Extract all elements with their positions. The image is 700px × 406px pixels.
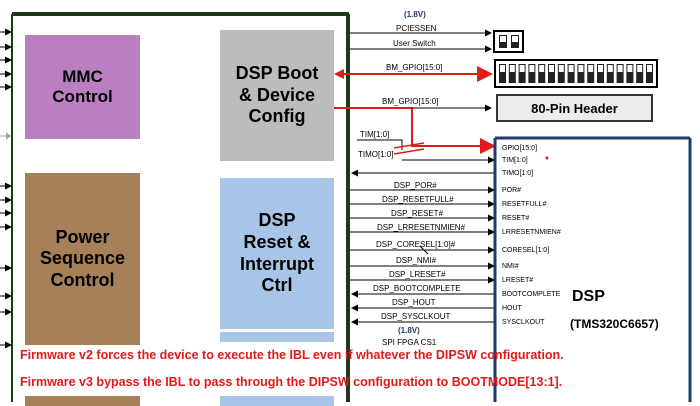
left-input-arrows xyxy=(0,28,12,349)
signal-dsp-hout: DSP_HOUT xyxy=(392,298,436,307)
dip-switch-position xyxy=(577,64,585,83)
dip-switch-knob xyxy=(539,65,545,72)
dip-switch-position xyxy=(557,64,565,83)
dsp-pin-sysclkout: SYSCLKOUT xyxy=(502,319,545,326)
signal-bm-gpio-2: BM_GPIO[15:0] xyxy=(382,97,439,106)
dip-switch-knob xyxy=(617,65,623,72)
power-label-line2: Sequence xyxy=(39,248,126,269)
dip-switch-knob xyxy=(500,65,505,72)
reset-label-line2: Reset & xyxy=(243,231,311,252)
voltage-label-bottom: (1.8V) xyxy=(398,326,420,335)
signal-timo: TIMO[1:0] xyxy=(358,150,394,159)
boot-label-line3: Config xyxy=(248,106,306,127)
dip-switch-position xyxy=(499,64,506,83)
dsp-pin-gpio: GPIO[15:0] xyxy=(502,145,538,152)
dip-switch-position xyxy=(597,64,604,83)
dip-switch-position xyxy=(508,64,516,83)
header-label: 80-Pin Header xyxy=(531,100,618,116)
lower-right-block-edge xyxy=(220,396,334,406)
dip-switch-knob xyxy=(637,65,643,72)
firmware-note-v2: Firmware v2 forces the device to execute… xyxy=(20,348,564,362)
eighty-pin-header: 80-Pin Header xyxy=(496,94,653,122)
signal-bm-gpio-1: BM_GPIO[15:0] xyxy=(386,63,443,72)
signal-dsp-bootcomplete: DSP_BOOTCOMPLETE xyxy=(373,284,461,293)
dip-switch-knob xyxy=(578,65,584,72)
dip-switch-knob xyxy=(549,65,554,72)
dip-switch-knob xyxy=(588,65,594,72)
signal-dsp-lreset: DSP_LRESET# xyxy=(389,270,446,279)
signal-dsp-lrresetnmien: DSP_LRRESETNMIEN# xyxy=(377,223,466,232)
dip-switch-position xyxy=(587,64,595,83)
boot-label-line2: & Device xyxy=(238,84,316,105)
power-label-line3: Control xyxy=(50,269,115,290)
dip-switch-knob xyxy=(647,65,652,72)
dip-switch-position xyxy=(548,64,555,83)
dsp-reset-interrupt-block: DSP Reset & Interrupt Ctrl xyxy=(220,178,334,329)
power-sequence-block: Power Sequence Control xyxy=(25,173,140,345)
dsp-boot-config-block: DSP Boot & Device Config xyxy=(220,30,334,161)
dsp-pin-bootcomplete: BOOTCOMPLETE xyxy=(502,291,561,298)
dsp-pin-hout: HOUT xyxy=(502,305,522,312)
power-label-line1: Power xyxy=(55,226,110,247)
dsp-pin-timo: TIMO[1:0] xyxy=(502,170,534,177)
signal-dsp-por: DSP_POR# xyxy=(394,181,437,190)
bm-gpio-line-2 xyxy=(334,107,496,154)
dsp-pin-tim: TIM[1:0] xyxy=(502,157,528,164)
signal-dsp-reset: DSP_RESET# xyxy=(391,209,444,218)
signal-dsp-coresel: DSP_CORESEL[1:0]# xyxy=(376,240,456,249)
reset-label-line3: Interrupt xyxy=(240,253,314,274)
signal-dsp-nmi: DSP_NMI# xyxy=(396,256,437,265)
dip-switch-knob xyxy=(598,65,603,72)
dsp-pin-lreset: LRESET# xyxy=(502,277,534,284)
dip-switch-position xyxy=(616,64,624,83)
voltage-label-top: (1.8V) xyxy=(404,10,426,19)
mmc-label-line2: Control xyxy=(52,87,113,106)
dip-switch-position xyxy=(646,64,653,83)
dip-switch-position xyxy=(626,64,634,83)
dip-switch-knob xyxy=(509,65,515,72)
signal-tim: TIM[1:0] xyxy=(360,130,390,139)
dsp-pin-nmi: NMI# xyxy=(502,263,519,270)
lower-left-block-edge xyxy=(25,396,140,406)
reset-signal-lines xyxy=(350,186,495,326)
dip-switch-position xyxy=(567,64,575,83)
mmc-label-line1: MMC xyxy=(62,66,103,86)
signal-pciessen: PCIESSEN xyxy=(396,24,437,33)
signal-user-switch: User Switch xyxy=(393,39,436,48)
dsp-pin-lrresetnmien: LRRESETNMIEN# xyxy=(502,229,561,236)
dip-switch-position xyxy=(538,64,546,83)
signal-spi-fpga: SPI FPGA CS1 xyxy=(382,338,437,347)
dip-switch-knob xyxy=(558,65,564,72)
dip-switch-knob xyxy=(627,65,633,72)
dip-switch-position xyxy=(518,64,526,83)
dip-switch-large xyxy=(494,59,658,88)
mmc-control-block: MMC Control xyxy=(25,35,140,139)
dip-switch-small xyxy=(493,30,524,53)
dsp-pin-por: POR# xyxy=(502,187,522,194)
signal-dsp-resetfull: DSP_RESETFULL# xyxy=(382,195,454,204)
dip-switch-position xyxy=(606,64,614,83)
dip-switch-knob xyxy=(607,65,613,72)
dsp-pin-coresel: CORESEL[1:0] xyxy=(502,247,550,254)
dsp-box-border xyxy=(493,136,692,402)
dip-switch-knob xyxy=(529,65,535,72)
dsp-title: DSP xyxy=(572,288,605,305)
dip-switch-knob xyxy=(519,65,525,72)
firmware-note-v3: Firmware v3 bypass the IBL to pass throu… xyxy=(20,375,563,389)
dip-switch-position xyxy=(636,64,644,83)
reset-label-line4: Ctrl xyxy=(261,275,293,296)
signal-dsp-sysclkout: DSP_SYSCLKOUT xyxy=(381,312,451,321)
boot-label-line1: DSP Boot xyxy=(235,63,319,84)
dsp-part-number: (TMS320C6657) xyxy=(570,317,659,331)
dsp-pin-reset: RESET# xyxy=(502,215,530,222)
dip-switch-knob xyxy=(568,65,574,72)
reset-block-continuation xyxy=(220,332,334,342)
dip-switch-position xyxy=(528,64,536,83)
dsp-pin-resetfull: RESETFULL# xyxy=(502,201,547,208)
reset-label-line1: DSP xyxy=(258,210,296,231)
